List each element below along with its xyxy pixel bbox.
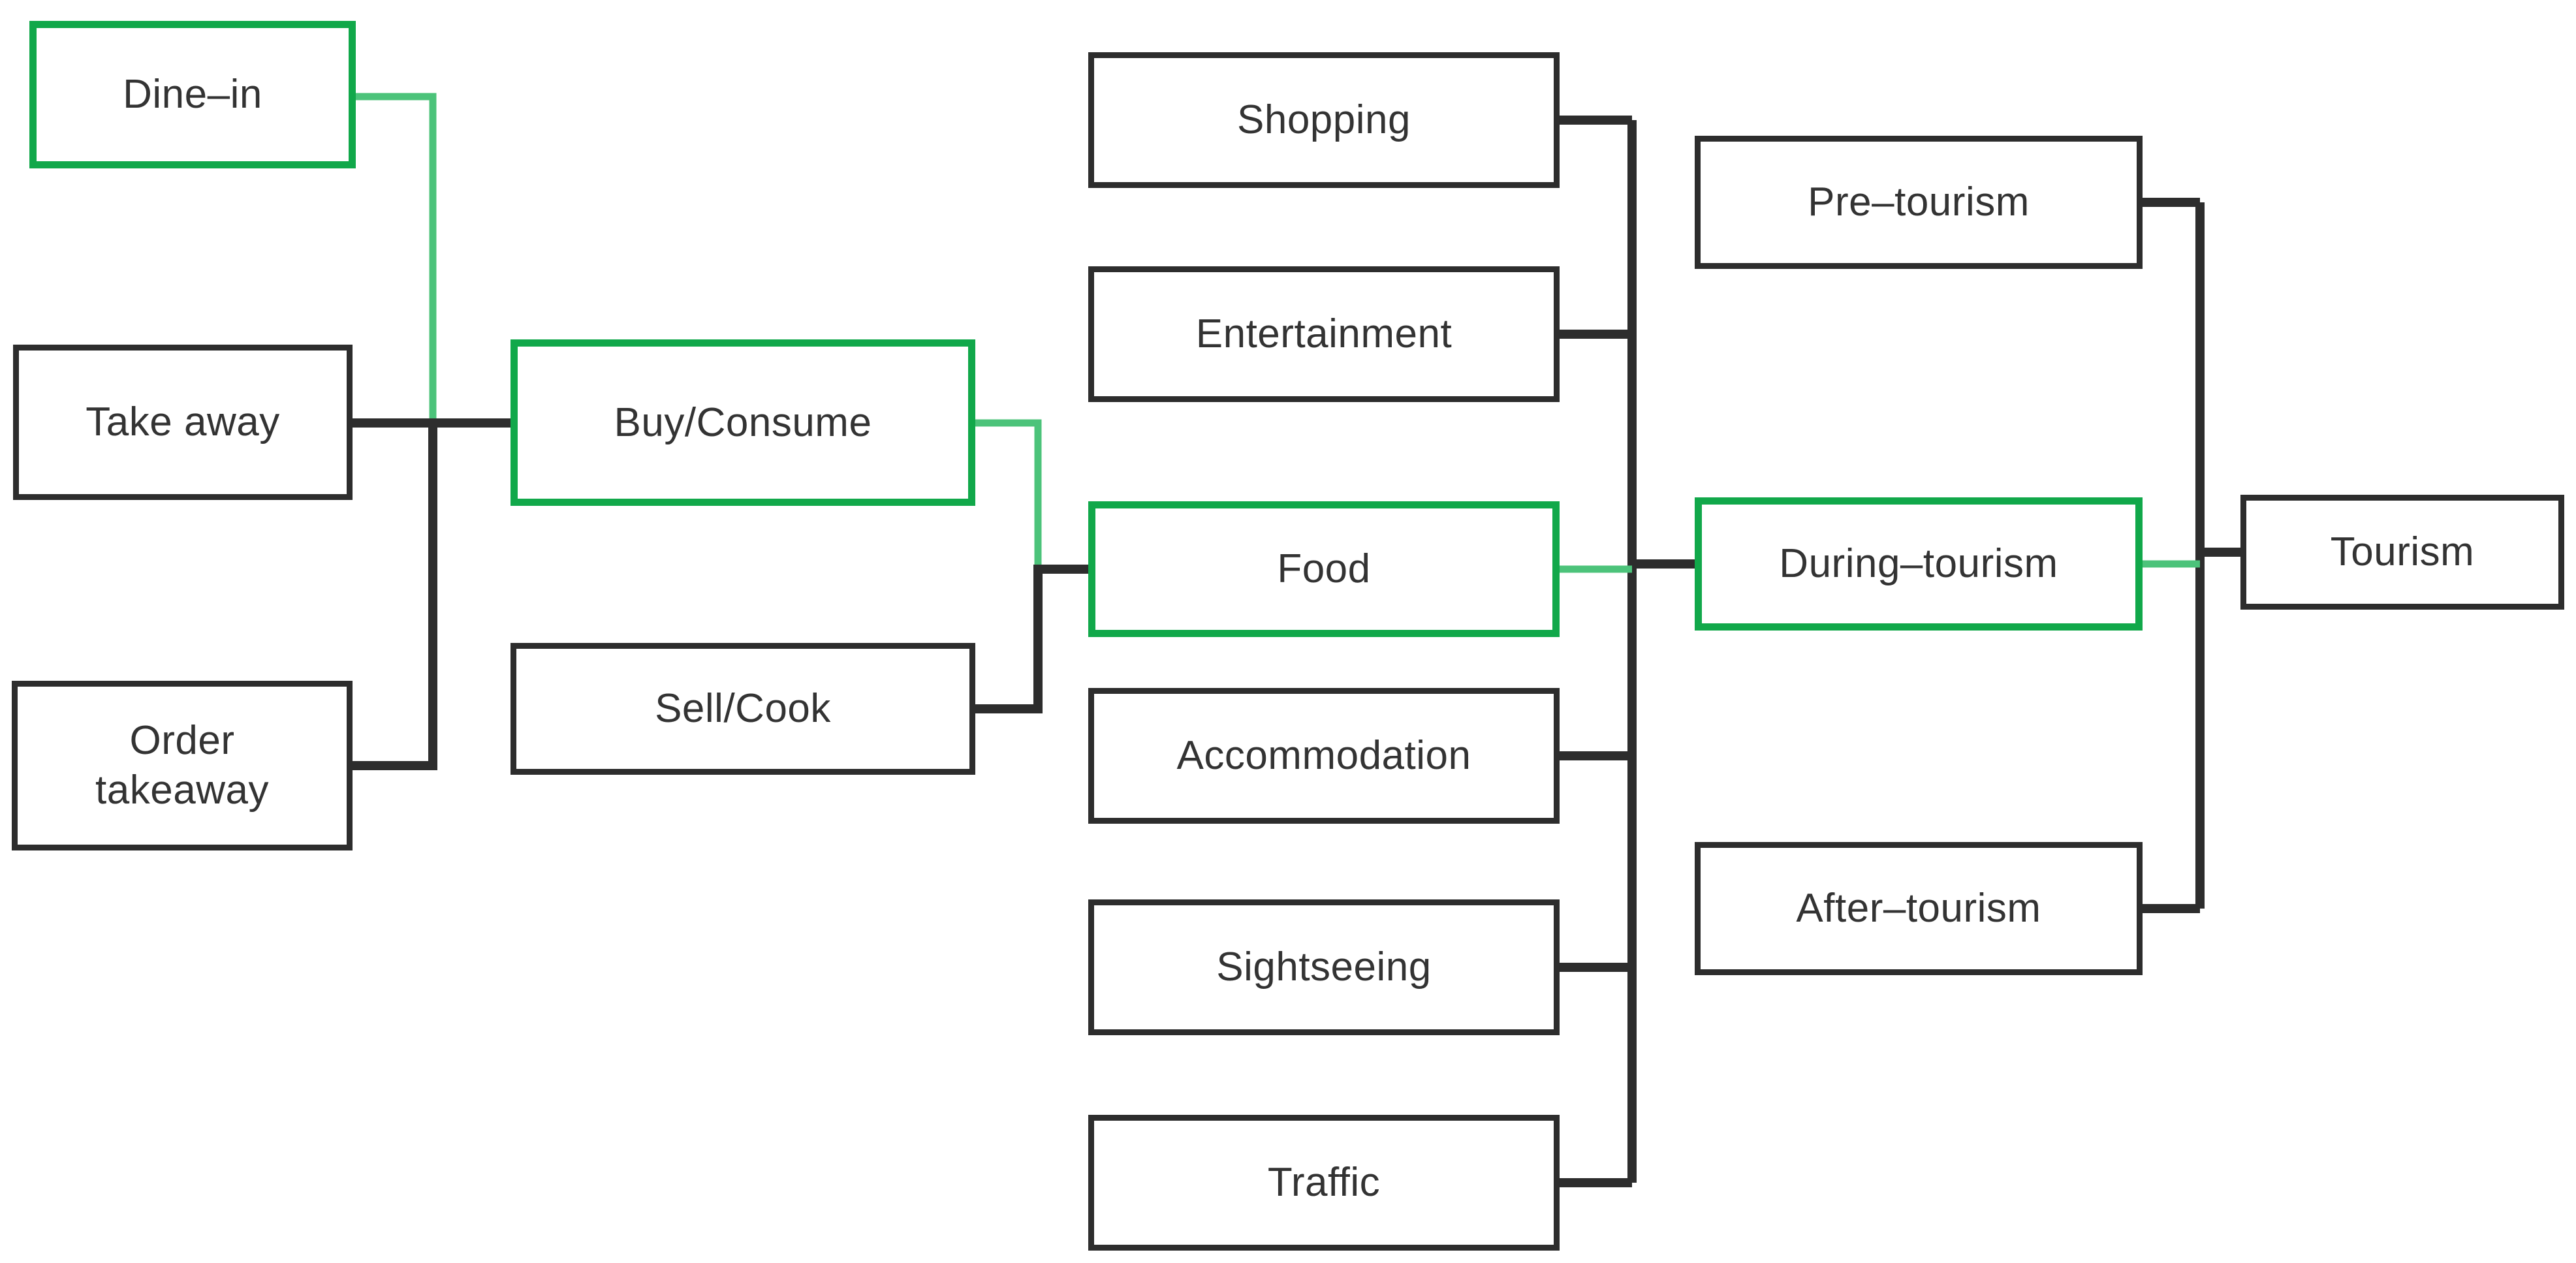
- node-take-away[interactable]: Take away: [13, 345, 353, 500]
- edge-sell-cook-to-food: [975, 565, 1088, 713]
- node-buy-consume[interactable]: Buy/Consume: [510, 339, 975, 506]
- node-during-tourism[interactable]: During–tourism: [1695, 497, 2143, 631]
- node-shopping[interactable]: Shopping: [1088, 52, 1560, 188]
- node-sell-cook[interactable]: Sell/Cook: [510, 643, 975, 775]
- node-dine-in[interactable]: Dine–in: [29, 21, 356, 168]
- edge-dine-in-to-buy-consume: [356, 93, 437, 423]
- edge-order-takeaway-to-buy-consume: [353, 423, 437, 770]
- node-after-tourism[interactable]: After–tourism: [1695, 842, 2143, 975]
- node-order-takeaway[interactable]: Order takeaway: [12, 681, 353, 850]
- node-tourism[interactable]: Tourism: [2240, 495, 2564, 610]
- node-pre-tourism[interactable]: Pre–tourism: [1695, 136, 2143, 269]
- node-traffic[interactable]: Traffic: [1088, 1115, 1560, 1251]
- node-accommodation[interactable]: Accommodation: [1088, 688, 1560, 824]
- node-food[interactable]: Food: [1088, 501, 1560, 637]
- edge-buy-consume-to-food: [975, 419, 1042, 569]
- node-entertainment[interactable]: Entertainment: [1088, 266, 1560, 402]
- node-sightseeing[interactable]: Sightseeing: [1088, 899, 1560, 1035]
